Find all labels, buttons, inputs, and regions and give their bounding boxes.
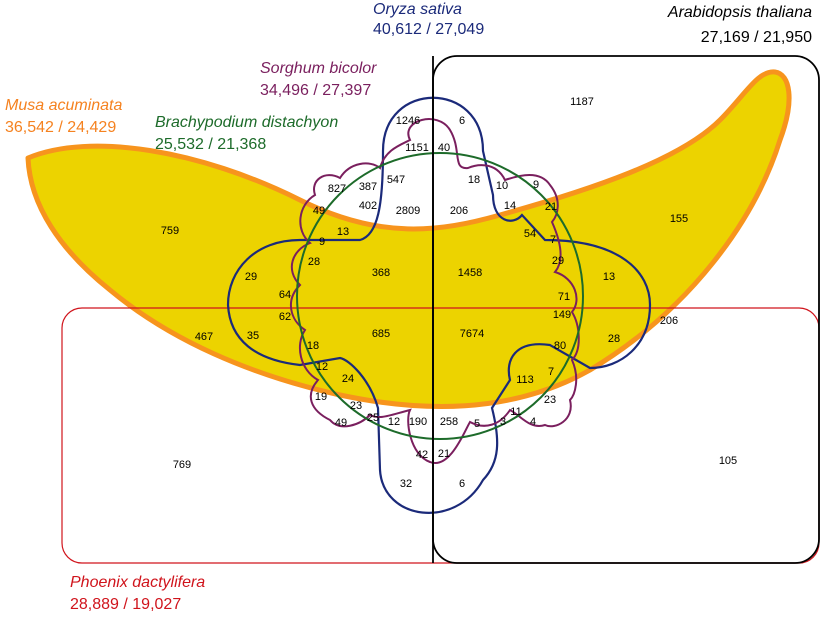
region-count: 3	[500, 416, 506, 428]
region-count: 11	[510, 406, 521, 418]
region-count: 1187	[570, 96, 594, 108]
region-count: 4	[530, 416, 536, 428]
region-count: 29	[552, 255, 564, 267]
region-count: 1458	[458, 267, 482, 279]
region-count: 827	[328, 183, 346, 195]
region-count: 105	[719, 455, 737, 467]
musa-banana-shape	[25, 69, 792, 410]
region-count: 18	[307, 340, 319, 352]
region-count: 71	[558, 291, 570, 303]
arabidopsis-species-name: Arabidopsis thaliana	[667, 4, 812, 21]
brachypodium-species-counts: 25,532 / 21,368	[155, 136, 266, 153]
region-count: 1246	[396, 115, 420, 127]
region-count: 14	[504, 200, 516, 212]
region-count: 6	[459, 478, 465, 490]
region-count: 18	[468, 174, 480, 186]
sorghum-species-counts: 34,496 / 27,397	[260, 82, 371, 99]
region-count: 25	[367, 412, 379, 424]
region-count: 113	[516, 374, 534, 386]
arabidopsis-species-counts: 27,169 / 21,950	[701, 29, 812, 46]
region-count: 402	[359, 200, 377, 212]
region-count: 9	[319, 236, 325, 248]
oryza-species-counts: 40,612 / 27,049	[373, 21, 484, 38]
region-count: 9	[533, 179, 539, 191]
musa-species-counts: 36,542 / 24,429	[5, 119, 116, 136]
region-count: 21	[545, 201, 557, 213]
region-count: 190	[409, 416, 427, 428]
region-count: 7	[550, 234, 556, 246]
region-count: 206	[660, 315, 678, 327]
region-count: 64	[279, 289, 291, 301]
region-count: 13	[603, 271, 615, 283]
region-count: 258	[440, 416, 458, 428]
region-count: 62	[279, 311, 291, 323]
musa-species-name: Musa acuminata	[5, 97, 122, 114]
region-count: 467	[195, 331, 213, 343]
region-count: 28	[608, 333, 620, 345]
region-count: 149	[553, 309, 571, 321]
region-count: 49	[313, 205, 325, 217]
sorghum-species-name: Sorghum bicolor	[260, 60, 377, 77]
region-count: 685	[372, 328, 390, 340]
region-count: 28	[308, 256, 320, 268]
brachypodium-species-name: Brachypodium distachyon	[155, 114, 338, 131]
region-count: 35	[247, 330, 259, 342]
region-count: 12	[388, 416, 400, 428]
region-count: 387	[359, 181, 377, 193]
region-count: 29	[245, 271, 257, 283]
region-count: 23	[544, 394, 556, 406]
sorghum-region-outline	[290, 118, 580, 464]
phoenix-species-counts: 28,889 / 19,027	[70, 596, 181, 613]
brachypodium-region-outline	[296, 152, 584, 440]
region-count: 759	[161, 225, 179, 237]
region-count: 21	[438, 448, 450, 460]
region-count: 155	[670, 213, 688, 225]
region-count: 769	[173, 459, 191, 471]
region-count: 54	[524, 228, 536, 240]
region-count: 49	[335, 417, 347, 429]
region-count: 23	[350, 400, 362, 412]
region-count: 32	[400, 478, 412, 490]
region-count: 24	[342, 373, 354, 385]
region-count: 2809	[396, 205, 420, 217]
region-count: 547	[387, 174, 405, 186]
region-count: 13	[337, 226, 349, 238]
region-count: 7674	[460, 328, 484, 340]
oryza-region-outline	[226, 96, 652, 514]
region-count: 5	[474, 418, 480, 430]
region-count: 12	[316, 361, 328, 373]
region-count: 40	[438, 142, 450, 154]
region-counts: 1187 1246 6 1151 40 18 10 9 827 387 547 …	[161, 96, 737, 490]
region-count: 368	[372, 267, 390, 279]
region-count: 10	[496, 180, 508, 192]
phoenix-species-name: Phoenix dactylifera	[70, 574, 205, 591]
region-count: 6	[459, 115, 465, 127]
region-count: 80	[554, 340, 566, 352]
region-count: 206	[450, 205, 468, 217]
oryza-species-name: Oryza sativa	[373, 1, 462, 18]
region-count: 42	[416, 449, 428, 461]
region-count: 1151	[405, 142, 429, 154]
region-count: 19	[315, 391, 327, 403]
region-count: 7	[548, 366, 554, 378]
